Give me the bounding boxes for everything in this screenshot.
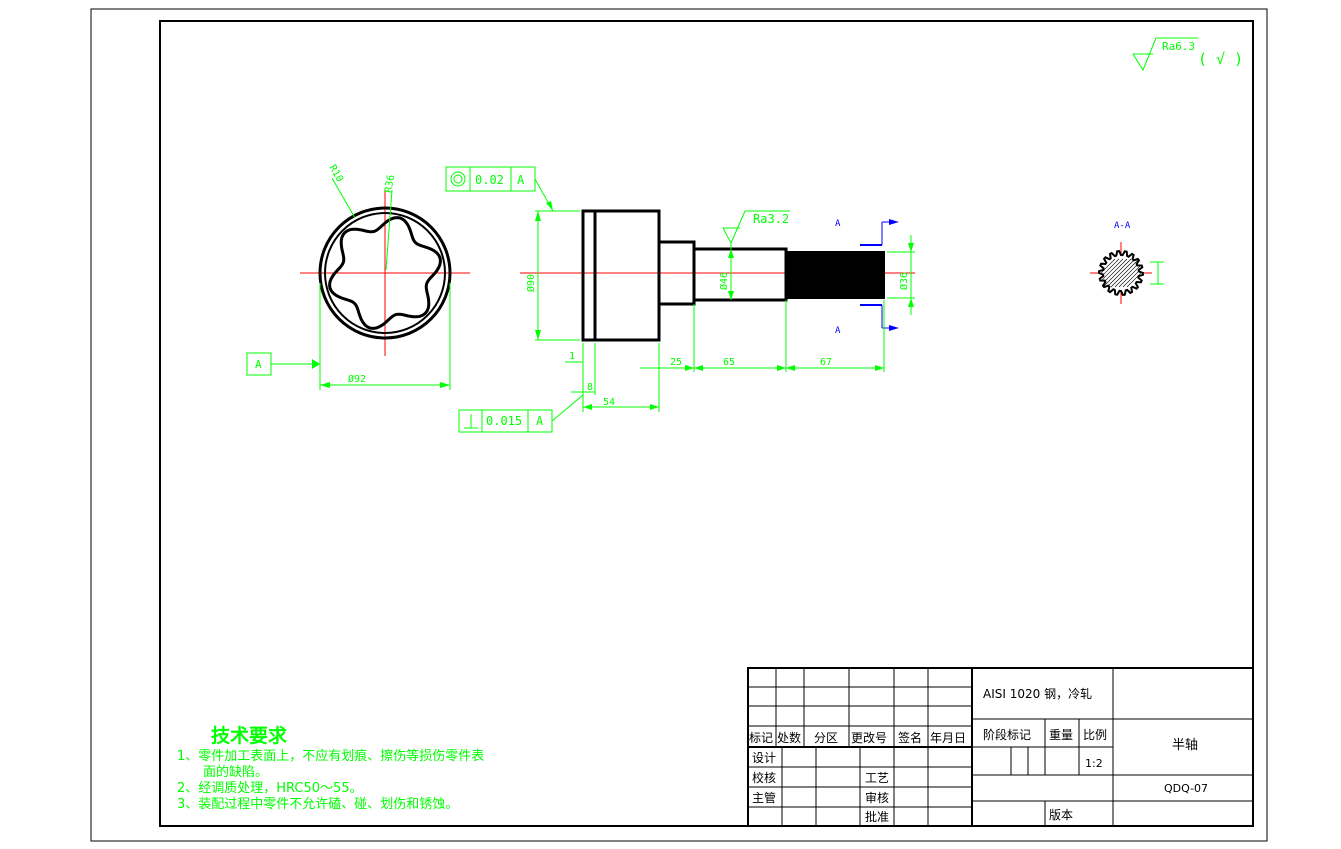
local-roughness-value: Ra3.2 xyxy=(753,212,789,226)
manager-label: 主管 xyxy=(752,790,776,805)
section-marker-bottom: A xyxy=(835,304,899,336)
outer-border xyxy=(90,8,1268,842)
datum-a-label: A xyxy=(255,358,262,371)
section-aa-label: A-A xyxy=(1114,221,1131,231)
tech-requirement-1b: 面的缺陷。 xyxy=(203,764,268,780)
d92-label: Ø92 xyxy=(348,373,366,385)
header-count: 处数 xyxy=(777,730,801,745)
version-label: 版本 xyxy=(1049,808,1073,822)
tech-requirement-3: 3、装配过程中零件不允许磕、碰、划伤和锈蚀。 xyxy=(177,796,458,812)
section-mark-bottom-label: A xyxy=(835,326,841,336)
r36-label: R36 xyxy=(383,174,397,194)
check-label: 校核 xyxy=(752,770,776,785)
datum-triangle xyxy=(312,359,320,369)
general-roughness-symbol: Ra6.3 ( √ ) xyxy=(1132,37,1243,72)
drawing-number: QDQ-07 xyxy=(1164,782,1208,795)
inner-border xyxy=(159,20,1254,827)
dim-1-label: 1 xyxy=(569,351,575,362)
scale-value: 1:2 xyxy=(1085,757,1103,770)
dim-65-label: 65 xyxy=(723,357,735,368)
header-mark: 标记 xyxy=(749,731,773,745)
part-name: 半轴 xyxy=(1172,738,1198,753)
weight-label: 重量 xyxy=(1049,728,1073,742)
d46-label: Ø46 xyxy=(718,272,730,290)
d90-label: Ø90 xyxy=(525,274,537,292)
concentricity-datum: A xyxy=(517,173,525,187)
design-label: 设计 xyxy=(752,751,776,765)
section-mark-top-label: A xyxy=(835,219,841,229)
section-view-aa: A-A xyxy=(1090,221,1164,304)
tech-requirements-title: 技术要求 xyxy=(211,724,288,747)
header-signature: 签名 xyxy=(898,730,922,745)
r10-leader xyxy=(331,177,356,219)
shaft-section xyxy=(692,247,788,302)
section-marker-top: A xyxy=(835,219,899,246)
approve-label: 批准 xyxy=(865,809,889,824)
header-date: 年月日 xyxy=(930,731,966,745)
dim-8-label: 8 xyxy=(587,382,593,393)
dim-25-label: 25 xyxy=(670,357,682,368)
concentricity-value: 0.02 xyxy=(475,173,504,187)
scale-label: 比例 xyxy=(1083,728,1107,742)
local-roughness-symbol: Ra3.2 xyxy=(722,210,790,249)
dim-54-label: 54 xyxy=(603,397,615,408)
end-view: R10 R36 Ø92 A xyxy=(246,163,470,390)
end-view-outer-circle xyxy=(318,206,452,340)
perpendicularity-value: 0.015 xyxy=(486,414,522,428)
spline-section xyxy=(785,251,885,299)
side-view: Ra3.2 0.02 A 0.015 A xyxy=(445,166,915,433)
d36-label: Ø36 xyxy=(898,272,910,290)
title-block xyxy=(747,667,1254,827)
title-block-text: AISI 1020 钢，冷轧 标记 处数 分区 更改号 签名 年月日 设计 校核… xyxy=(749,687,1208,824)
tech-requirement-1: 1、零件加工表面上，不应有划痕、擦伤等损伤零件表 xyxy=(177,748,484,764)
header-change-no: 更改号 xyxy=(851,731,887,745)
tech-requirements: 技术要求 1、零件加工表面上，不应有划痕、擦伤等损伤零件表 面的缺陷。 2、经调… xyxy=(177,724,484,812)
concentricity-icon xyxy=(450,171,466,187)
r10-label: R10 xyxy=(326,163,345,184)
general-roughness-suffix: ( √ ) xyxy=(1198,50,1243,68)
end-view-spline-profile xyxy=(328,216,442,330)
perpendicularity-frame: 0.015 A xyxy=(458,394,584,433)
dim-67-label: 67 xyxy=(820,357,832,368)
stage-mark-label: 阶段标记 xyxy=(983,727,1031,742)
review-label: 审核 xyxy=(865,790,889,805)
header-zone: 分区 xyxy=(814,731,838,745)
tech-requirement-2: 2、经调质处理，HRC50～55。 xyxy=(177,781,363,796)
r36-leader xyxy=(385,189,393,271)
concentricity-frame: 0.02 A xyxy=(445,166,554,212)
end-view-chamfer-circle xyxy=(324,212,446,334)
process-label: 工艺 xyxy=(865,771,889,785)
perpendicularity-datum: A xyxy=(536,414,544,428)
material-label: AISI 1020 钢，冷轧 xyxy=(983,687,1092,701)
general-roughness-value: Ra6.3 xyxy=(1162,40,1195,53)
